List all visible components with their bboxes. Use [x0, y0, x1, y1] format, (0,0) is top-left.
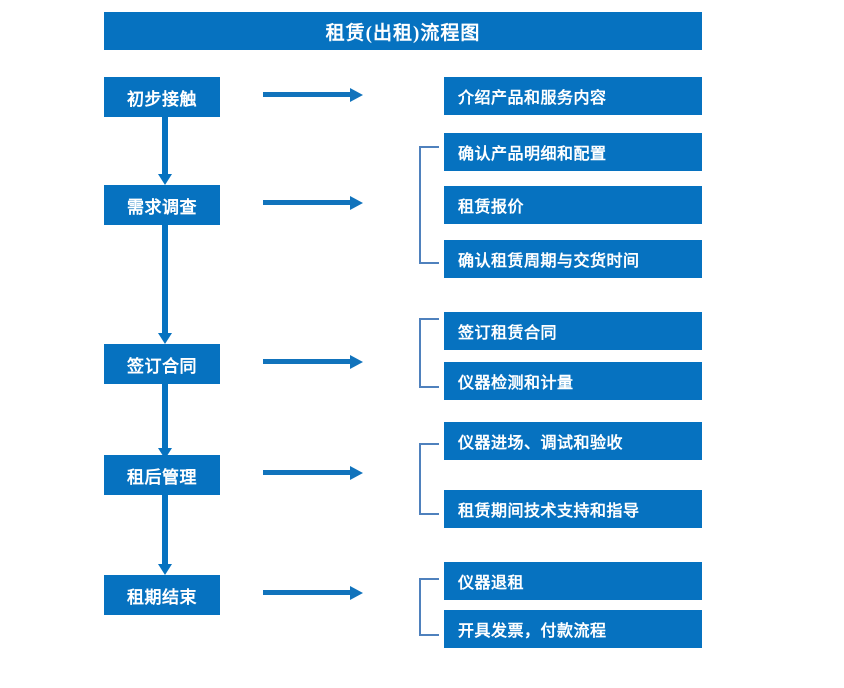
stage-box-5[interactable]: 租期结束 [104, 575, 220, 615]
arrow-head [350, 88, 363, 102]
detail-box-5-2[interactable]: 开具发票，付款流程 [444, 610, 702, 648]
flow-arrow-down-2 [158, 225, 172, 344]
flow-arrow-right-5 [263, 586, 363, 600]
arrow-head [350, 466, 363, 480]
detail-box-4-1[interactable]: 仪器进场、调试和验收 [444, 422, 702, 460]
flow-arrow-right-2 [263, 196, 363, 210]
arrow-head [158, 564, 172, 575]
arrow-shaft [162, 384, 168, 448]
arrow-shaft [263, 200, 351, 205]
stage-box-2[interactable]: 需求调查 [104, 185, 220, 225]
stage-box-1[interactable]: 初步接触 [104, 77, 220, 117]
arrow-head [350, 586, 363, 600]
group-bracket-2 [419, 146, 439, 264]
flow-arrow-right-4 [263, 466, 363, 480]
arrow-head [350, 355, 363, 369]
arrow-shaft [162, 225, 168, 333]
arrow-shaft [162, 117, 168, 174]
group-bracket-4 [419, 443, 439, 515]
flow-arrow-right-3 [263, 355, 363, 369]
detail-box-4-2[interactable]: 租赁期间技术支持和指导 [444, 490, 702, 528]
arrow-head [158, 448, 172, 459]
group-bracket-5 [419, 578, 439, 636]
detail-box-3-1[interactable]: 签订租赁合同 [444, 312, 702, 350]
arrow-shaft [263, 92, 351, 97]
flow-arrow-right-1 [263, 88, 363, 102]
flow-arrow-down-1 [158, 117, 172, 185]
detail-box-2-2[interactable]: 租赁报价 [444, 186, 702, 224]
arrow-shaft [263, 590, 351, 595]
detail-box-2-3[interactable]: 确认租赁周期与交货时间 [444, 240, 702, 278]
arrow-shaft [162, 495, 168, 564]
group-bracket-3 [419, 318, 439, 388]
detail-box-1-1[interactable]: 介绍产品和服务内容 [444, 77, 702, 115]
stage-box-3[interactable]: 签订合同 [104, 344, 220, 384]
flow-arrow-down-4 [158, 495, 172, 575]
diagram-title: 租赁(出租)流程图 [104, 12, 702, 50]
arrow-shaft [263, 359, 351, 364]
detail-box-5-1[interactable]: 仪器退租 [444, 562, 702, 600]
arrow-head [158, 333, 172, 344]
detail-box-3-2[interactable]: 仪器检测和计量 [444, 362, 702, 400]
arrow-shaft [263, 470, 351, 475]
detail-box-2-1[interactable]: 确认产品明细和配置 [444, 133, 702, 171]
arrow-head [158, 174, 172, 185]
arrow-head [350, 196, 363, 210]
flow-arrow-down-3 [158, 384, 172, 459]
stage-box-4[interactable]: 租后管理 [104, 455, 220, 495]
